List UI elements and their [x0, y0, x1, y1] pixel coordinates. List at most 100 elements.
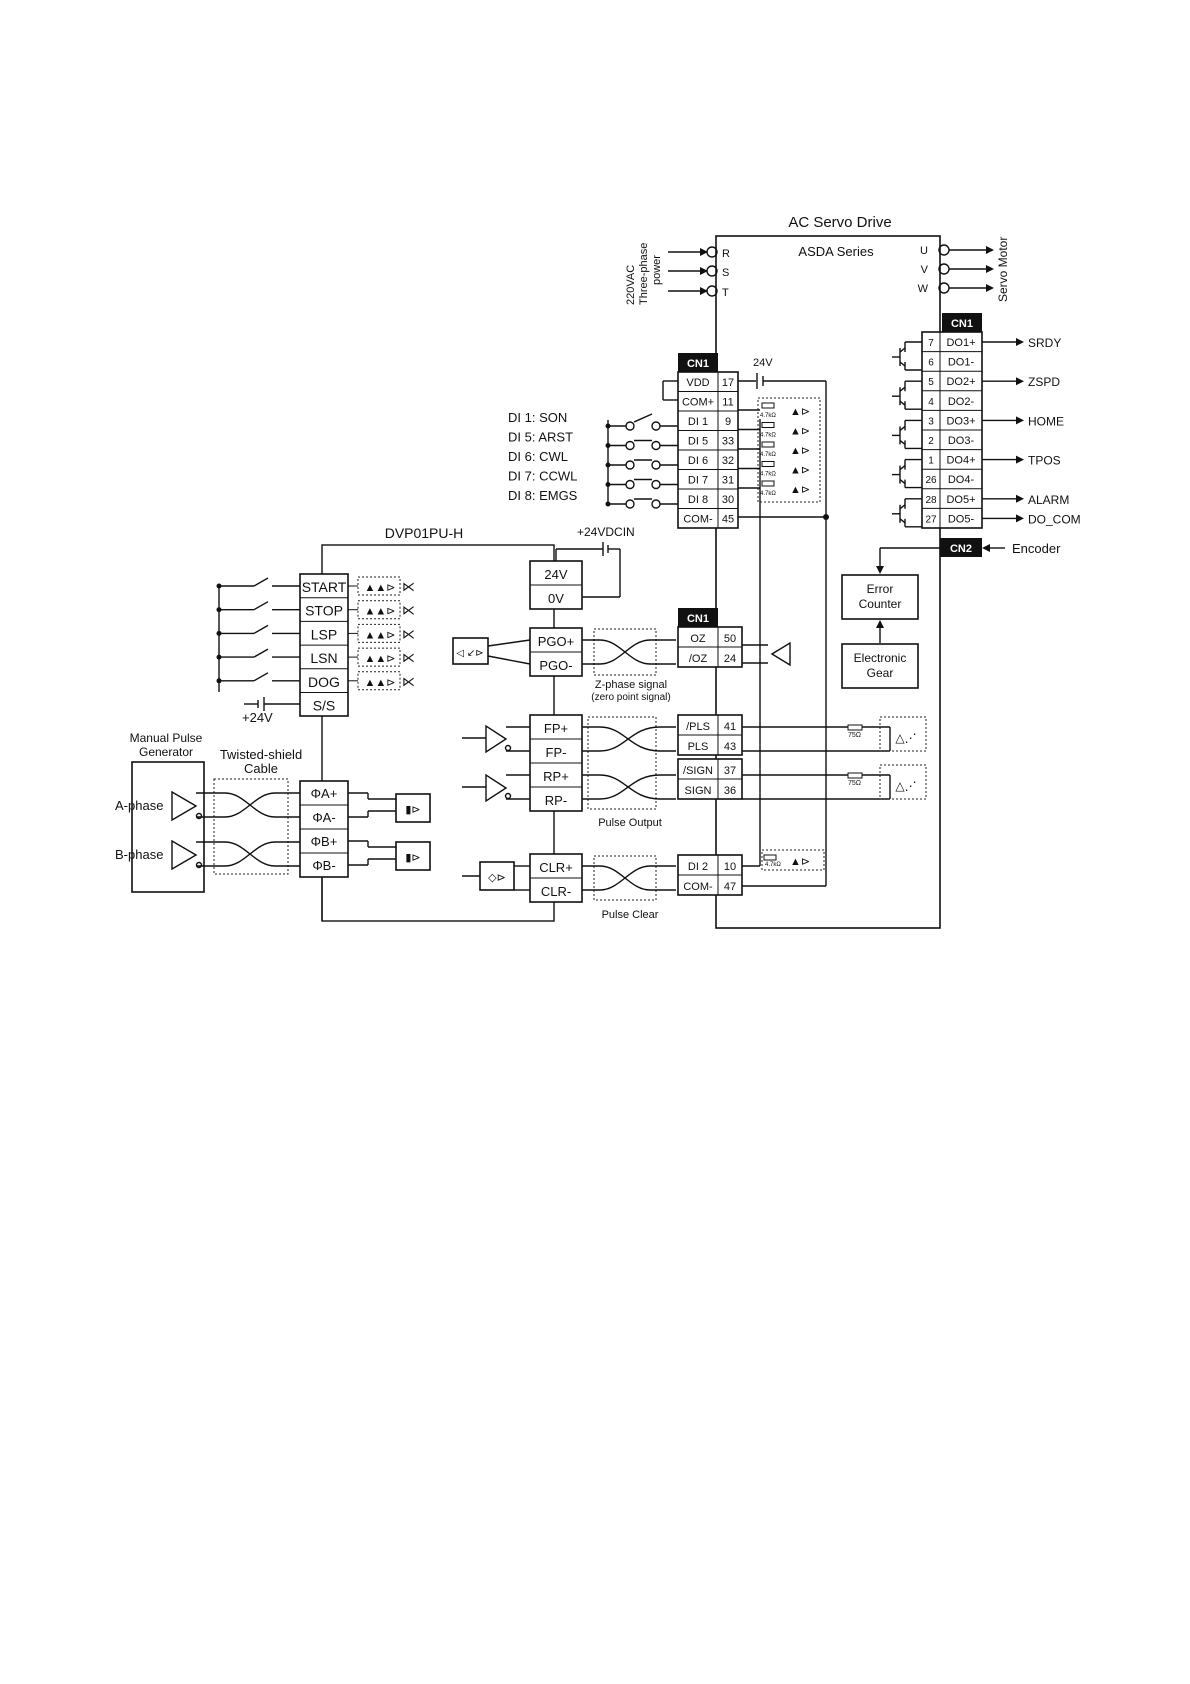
svg-text:▲⊳: ▲⊳: [790, 406, 810, 418]
power-label-power: power: [651, 255, 663, 285]
electronic-gear-text-2: Gear: [867, 666, 894, 680]
pgo-plus: PGO+: [538, 634, 575, 649]
twisted-shield-cable: Twisted-shield Cable: [196, 747, 302, 875]
power-input: 220VAC Three-phase power R S T: [625, 243, 730, 305]
cn1-pin-number: 45: [722, 514, 734, 526]
cn1-pin-label: DI 8: [688, 494, 708, 506]
servo-motor-label: Servo Motor: [996, 237, 1010, 302]
cn1-pin-number: 31: [722, 475, 734, 487]
do-signal-label: ALARM: [1028, 493, 1069, 507]
do-signal-label: DO_COM: [1028, 512, 1081, 526]
electronic-gear-block: Electronic Gear: [841, 643, 919, 689]
do-pin-label: DO5-: [948, 513, 975, 525]
cn1-pin-number: 17: [722, 377, 734, 389]
terminal-t: T: [722, 287, 729, 299]
cn1-pin-number: 9: [725, 416, 731, 428]
svg-text:⋉: ⋉: [402, 650, 415, 665]
svg-text:▲⊳: ▲⊳: [790, 465, 810, 477]
manual-pulse-generator: Manual Pulse Generator A-phase B-phase: [115, 731, 205, 893]
cn1-pin-label: DI 6: [688, 455, 708, 467]
di-function-label: DI 7: CCWL: [508, 469, 577, 484]
di2-resistor: 4.7kΩ: [765, 862, 781, 868]
plus24v-label: +24V: [242, 710, 273, 725]
drive-title: AC Servo Drive: [788, 214, 891, 231]
do-signal-label: ZSPD: [1028, 375, 1060, 389]
di-function-label: DI 8: EMGS: [508, 488, 578, 503]
do-pin-label: DO5+: [946, 494, 975, 506]
pgo-minus: PGO-: [539, 658, 572, 673]
terminal-r: R: [722, 248, 730, 260]
cn1-badge-left: [678, 353, 718, 372]
do-pin-number: 6: [928, 358, 934, 369]
di-resistor: 4.7kΩ: [760, 413, 776, 419]
twisted-label-1: Twisted-shield: [220, 747, 302, 762]
pulse-pin-label: /SIGN: [683, 765, 713, 777]
pulse-pin-label: /OZ: [689, 653, 708, 665]
cn1-badge-pulse-text: CN1: [687, 613, 709, 625]
electronic-gear-text-1: Electronic: [854, 651, 907, 665]
terminal-v: V: [921, 264, 929, 276]
pgo-block: PGO+ PGO- ◁ ↙⊳: [452, 627, 583, 677]
power-label-phase: Three-phase: [638, 243, 650, 305]
terminal-s: S: [722, 267, 729, 279]
svg-text:◇⊳: ◇⊳: [488, 872, 506, 884]
cn1-pin-number: 32: [722, 455, 734, 467]
di-function-label: DI 6: CWL: [508, 449, 568, 464]
clr-plus: CLR+: [539, 860, 573, 875]
di-function-label: DI 1: SON: [508, 410, 567, 425]
do-pin-number: 3: [928, 416, 934, 427]
pulse-output-label: Pulse Output: [598, 817, 662, 829]
cn2-badge-text: CN2: [950, 543, 972, 555]
pulse-pin-label: DI 2: [688, 861, 708, 873]
do-pin-label: DO3+: [946, 415, 975, 427]
pulse-resistor: 75Ω: [848, 732, 861, 739]
pulse-pin-number: 37: [724, 765, 736, 777]
encoder-input-label: ΦA+: [311, 786, 338, 801]
fp-plus: FP+: [544, 721, 568, 736]
do-pin-number: 1: [928, 456, 934, 467]
pulse-pin-number: 47: [724, 881, 736, 893]
do-pin-label: DO1+: [946, 337, 975, 349]
di-optocoupler-area: 4.7kΩ▲⊳4.7kΩ▲⊳4.7kΩ▲⊳4.7kΩ▲⊳4.7kΩ▲⊳: [738, 397, 821, 503]
rp-plus: RP+: [543, 769, 569, 784]
pulse-pin-label: COM-: [683, 881, 713, 893]
svg-text:▲⊳: ▲⊳: [790, 484, 810, 496]
cn1-pin-label: DI 7: [688, 475, 708, 487]
svg-text:⋉: ⋉: [402, 579, 415, 594]
svg-text:▲▲⊳: ▲▲⊳: [365, 629, 396, 641]
mpg-label-2: Generator: [139, 745, 193, 759]
pulse-output-cable: Pulse Output: [582, 716, 676, 829]
terminal-u: U: [920, 245, 928, 257]
rp-minus: RP-: [545, 793, 567, 808]
svg-text:▲▲⊳: ▲▲⊳: [365, 582, 396, 594]
b-phase-label: B-phase: [115, 847, 163, 862]
pulse-clear-cable: Pulse Clear: [582, 855, 676, 921]
cn2-connector: CN2 Encoder: [876, 538, 1061, 574]
svg-text:▲⊳: ▲⊳: [790, 426, 810, 438]
do-pin-number: 7: [928, 338, 934, 349]
pulse-resistor: 75Ω: [848, 780, 861, 787]
terminal-w: W: [918, 283, 929, 295]
zphase-label-1: Z-phase signal: [595, 679, 667, 691]
module-input-label: STOP: [305, 603, 343, 619]
svg-text:⋉: ⋉: [402, 603, 415, 618]
drive-series: ASDA Series: [798, 244, 874, 259]
encoder-input-label: ΦB+: [311, 834, 338, 849]
error-counter-text-2: Counter: [859, 597, 902, 611]
svg-text:⋉: ⋉: [402, 674, 415, 689]
module-input-label: S/S: [313, 698, 336, 714]
error-counter-text-1: Error: [867, 582, 894, 596]
di-resistor: 4.7kΩ: [760, 433, 776, 439]
cn1-pin-label: COM+: [682, 397, 714, 409]
pulse-clear-label: Pulse Clear: [602, 909, 659, 921]
pulse-pin-label: OZ: [690, 633, 706, 645]
error-counter-block: Error Counter: [841, 574, 919, 620]
module-input-block: START▲▲⊳⋉STOP▲▲⊳⋉LSP▲▲⊳⋉LSN▲▲⊳⋉DOG▲▲⊳⋉S/…: [216, 573, 415, 717]
do-signal-label: TPOS: [1028, 454, 1061, 468]
zphase-cable: Z-phase signal (zero point signal): [582, 628, 676, 703]
svg-text:▲▲⊳: ▲▲⊳: [365, 677, 396, 689]
zphase-label-2: (zero point signal): [591, 692, 670, 703]
